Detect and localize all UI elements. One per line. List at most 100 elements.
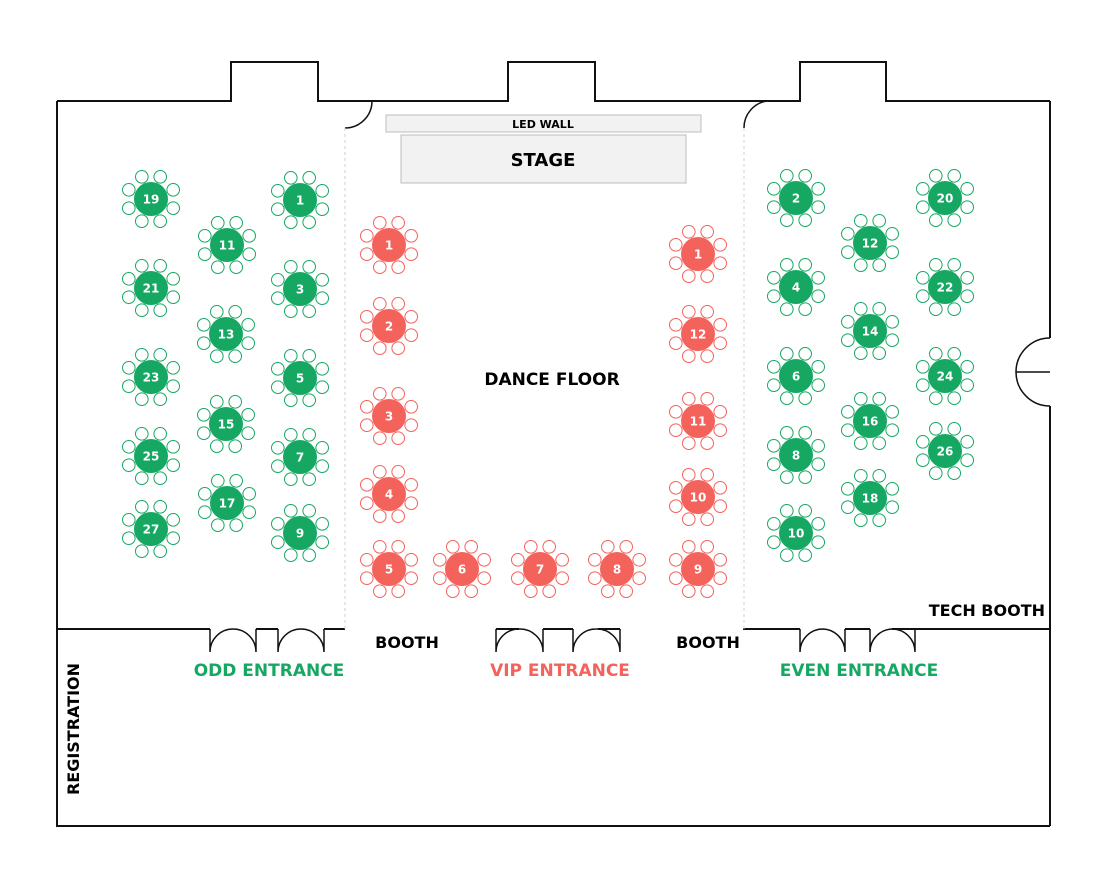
chair (601, 540, 615, 554)
chair (854, 302, 868, 316)
chair (798, 213, 813, 227)
chair (122, 440, 136, 454)
odd-door-2 (277, 628, 325, 653)
chair (682, 584, 696, 599)
chair (391, 260, 406, 275)
chair (198, 229, 212, 243)
chair (811, 289, 826, 304)
chair (360, 400, 374, 414)
chair (619, 584, 634, 599)
chair (228, 305, 242, 319)
table-number: 12 (862, 237, 879, 251)
table-top (681, 480, 715, 514)
chair (153, 471, 167, 486)
table-top (928, 359, 962, 393)
chair (302, 349, 317, 363)
chair (700, 392, 715, 406)
chair (315, 291, 330, 306)
vip-table: 11 (669, 392, 728, 451)
table-top (209, 407, 243, 441)
table-number: 11 (219, 239, 236, 253)
chair (284, 472, 298, 487)
chair (373, 465, 387, 479)
chair (153, 303, 167, 318)
chair (315, 202, 330, 216)
chair (271, 362, 285, 376)
chair (211, 474, 225, 488)
chair (811, 378, 826, 393)
chair (360, 247, 374, 261)
chair (682, 468, 696, 482)
chair (929, 169, 943, 183)
table-top (283, 440, 317, 474)
chair (841, 315, 855, 329)
table-top (134, 439, 168, 473)
chair (854, 346, 868, 361)
chair (669, 571, 683, 586)
vip-door-2 (572, 628, 621, 653)
chair (242, 487, 256, 501)
chair (477, 571, 492, 586)
vip-door-1 (495, 628, 544, 653)
even-table: 12 (841, 214, 900, 273)
chair (241, 426, 255, 441)
chair (511, 571, 525, 586)
odd-table: 15 (197, 395, 255, 454)
chair (229, 474, 243, 488)
chair (947, 391, 962, 406)
booth-label-right: BOOTH (676, 633, 740, 652)
chair (798, 391, 813, 406)
table-number: 3 (385, 410, 393, 424)
vip-table: 5 (360, 540, 419, 599)
chair (197, 336, 211, 351)
tech-booth-label: TECH BOOTH (929, 601, 1045, 620)
chair (271, 380, 285, 395)
chair (166, 440, 180, 454)
chair (153, 500, 167, 514)
chair (284, 304, 298, 319)
chair (916, 435, 930, 449)
chair (929, 422, 943, 436)
table-number: 17 (219, 497, 236, 511)
chair (713, 318, 728, 332)
odd-table: 13 (197, 305, 255, 364)
chair (122, 361, 136, 375)
chair (700, 584, 715, 599)
even-table: 10 (767, 504, 826, 563)
north-wall (57, 61, 1050, 102)
chair (960, 435, 975, 449)
chair (302, 215, 317, 229)
chair (211, 518, 225, 533)
table-top (134, 182, 168, 216)
chair (360, 229, 374, 243)
chair (135, 348, 149, 362)
chair (229, 260, 243, 275)
even-table: 22 (916, 258, 975, 317)
chair (302, 504, 317, 518)
booth-label-left: BOOTH (375, 633, 439, 652)
chair (135, 170, 149, 184)
chair (798, 504, 813, 518)
chair (135, 500, 149, 514)
chair (682, 540, 696, 554)
table-top (134, 360, 168, 394)
chair (682, 349, 696, 364)
chair (135, 259, 149, 273)
chair (391, 216, 406, 230)
table-number: 6 (792, 370, 800, 384)
chair (798, 169, 813, 183)
chair (360, 478, 374, 492)
chair (700, 225, 715, 239)
building-walls (56, 61, 1051, 827)
dance-floor-label: DANCE FLOOR (484, 370, 619, 390)
chair (669, 499, 683, 514)
chair (284, 504, 298, 518)
chair (271, 459, 285, 474)
table-number: 9 (296, 527, 304, 541)
chair (373, 216, 387, 230)
chair (916, 360, 930, 374)
odd-table: 11 (198, 216, 256, 275)
chair (929, 466, 943, 481)
chair (122, 183, 136, 197)
chair (166, 272, 180, 286)
